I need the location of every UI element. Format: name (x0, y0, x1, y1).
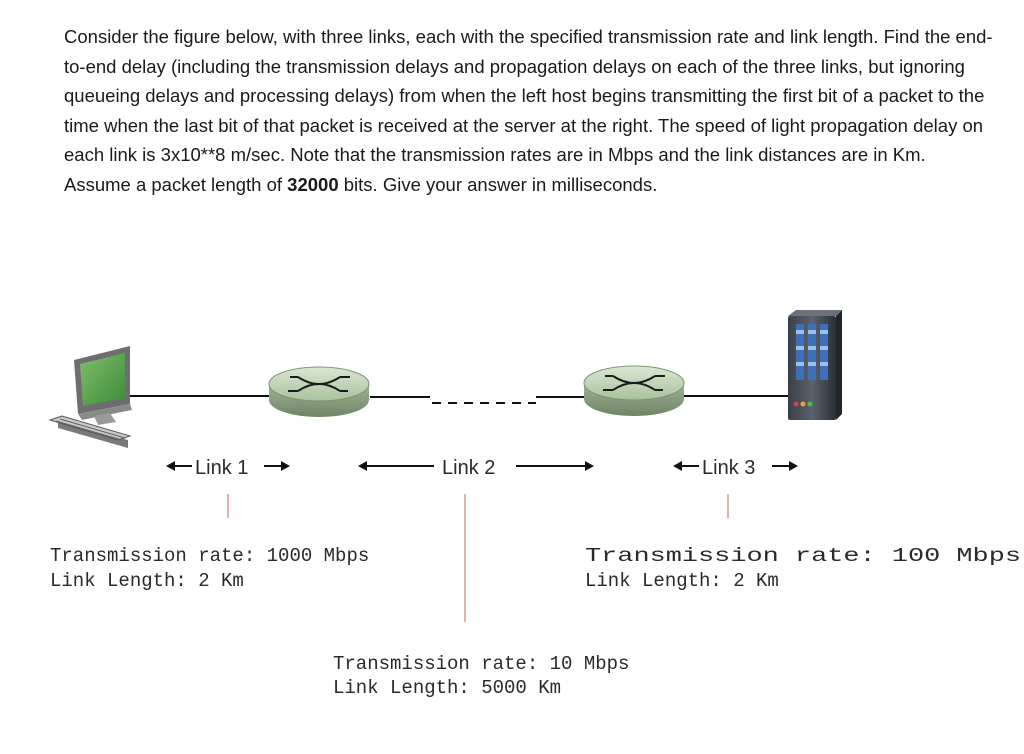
packet-length-value: 32000 (287, 173, 339, 195)
question-intro: Consider the figure below, with three li… (64, 26, 993, 195)
server-icon (788, 310, 842, 420)
host-computer-icon (48, 346, 132, 448)
link-1-length: Link Length: 2 Km (50, 570, 244, 592)
link-1-label-group: Link 1 (166, 457, 290, 518)
question-text: Consider the figure below, with three li… (64, 22, 994, 200)
link-2-rate: Transmission rate: 10 Mbps (333, 653, 629, 675)
link-2-length: Link Length: 5000 Km (333, 677, 561, 699)
link-2-label: Link 2 (442, 457, 495, 479)
link-1-rate: Transmission rate: 1000 Mbps (50, 545, 369, 567)
link-2-label-group: Link 2 (358, 457, 594, 622)
link-3-label: Link 3 (702, 457, 755, 479)
links-lines (125, 395, 790, 404)
question-outro: bits. Give your answer in milliseconds. (338, 173, 658, 195)
link-3-label-group: Link 3 (673, 457, 798, 518)
link-1-label: Link 1 (195, 457, 248, 479)
router-2-icon (583, 365, 685, 416)
link-3-length: Link Length: 2 Km (585, 570, 779, 592)
router-1-icon (268, 366, 370, 417)
link-3-rate: Transmission rate: 100 Mbps (585, 545, 1021, 567)
